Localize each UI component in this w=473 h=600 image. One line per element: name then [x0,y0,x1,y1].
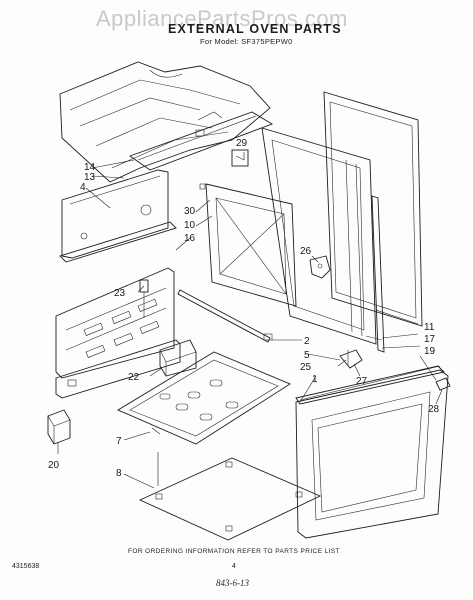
door-gasket-part [365,195,385,353]
callout-4: 4 [80,182,86,193]
callout-10: 10 [184,220,196,231]
door-frame-part [231,127,377,345]
leader-lines [57,152,443,489]
callout-20: 20 [48,460,60,471]
callout-7: 7 [116,436,122,447]
corner-bracket-part [47,409,71,445]
oven-door-part [295,365,449,539]
side-wall-panel-part [55,267,175,379]
callout-30: 30 [184,206,196,217]
top-insulation-part [59,61,271,183]
lower-side-panel-part [55,339,181,399]
bottom-pan-part [117,351,291,445]
callout-1: 1 [312,374,318,385]
callout-25: 25 [300,362,312,373]
callout-labels: 14 13 4 30 10 16 29 26 23 22 2 5 25 27 1… [48,138,440,479]
handwritten-note: 843-6-13 [216,578,249,588]
door-hinge-part [339,349,363,369]
handle-endcap-part [435,377,451,391]
callout-22: 22 [128,372,140,383]
bottom-plate-part [138,452,322,541]
baffle-strip-part [59,221,177,263]
callout-11: 11 [424,322,435,333]
callout-23: 23 [114,288,126,299]
document-number: 4315638 [12,563,40,570]
callout-14: 14 [84,162,96,173]
model-line: For Model: SF375PEPW0 [200,37,293,46]
callout-26: 26 [300,246,312,257]
callout-13: 13 [84,172,96,183]
watermark: AppliancePartsPros.com [96,6,348,31]
diagram-title: EXTERNAL OVEN PARTS [168,22,342,36]
front-rail-part [177,289,273,343]
callout-19: 19 [424,346,436,357]
callout-17: 17 [424,334,436,345]
callout-27: 27 [356,376,368,387]
duct-block-part [159,339,197,377]
inner-window-frame-part [199,183,297,307]
callout-28: 28 [428,404,440,415]
top-channel-part [129,111,274,171]
ordering-info-note: FOR ORDERING INFORMATION REFER TO PARTS … [128,548,340,555]
callout-2: 2 [304,336,310,347]
callout-16: 16 [184,233,196,244]
callout-8: 8 [116,468,122,479]
callout-5: 5 [304,350,310,361]
back-panel-part [61,169,169,259]
callout-29: 29 [236,138,248,149]
page-number: 4 [232,563,236,570]
outer-door-glass-part [323,91,423,327]
